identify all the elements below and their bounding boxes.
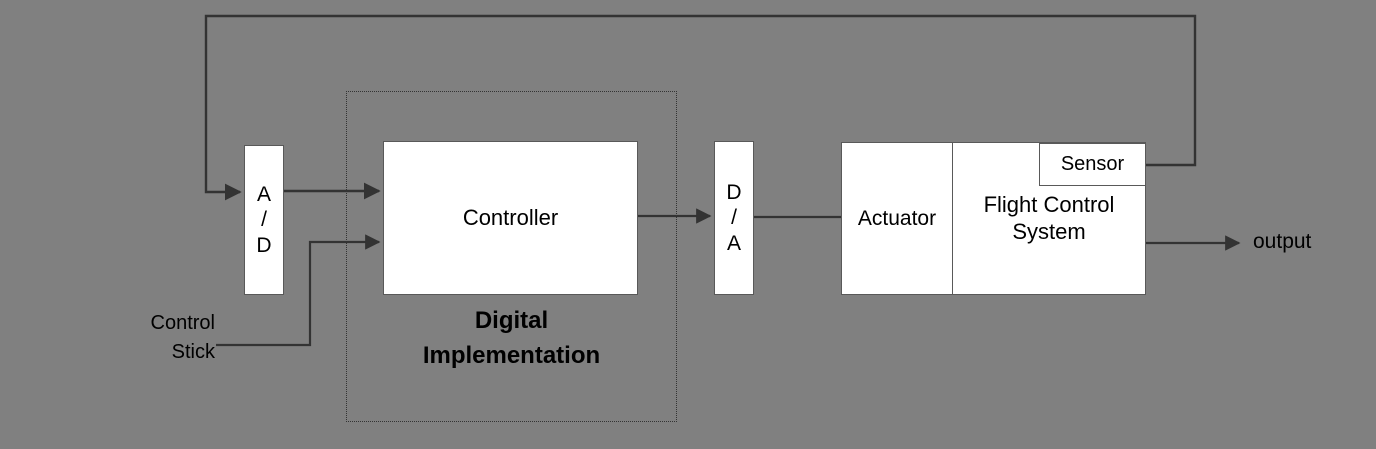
block-actuator-label: Actuator	[857, 206, 937, 230]
block-fcs-label: Flight Control System	[983, 191, 1115, 244]
block-analog-to-digital[interactable]: A / D	[244, 145, 284, 295]
block-digital-to-analog[interactable]: D / A	[714, 141, 754, 295]
block-da-label: D / A	[726, 180, 742, 255]
digital-implementation-label: Digital Implementation	[422, 307, 601, 369]
block-sensor[interactable]: Sensor	[1039, 143, 1146, 186]
control-stick-label: Control Stick	[150, 312, 215, 363]
block-ad-label: A / D	[256, 182, 272, 257]
block-sensor-label: Sensor	[1060, 153, 1125, 176]
block-controller[interactable]: Controller	[383, 141, 638, 295]
block-controller-label: Controller	[462, 204, 559, 230]
block-actuator[interactable]: Actuator	[841, 142, 953, 295]
output-label: output	[1253, 230, 1312, 253]
